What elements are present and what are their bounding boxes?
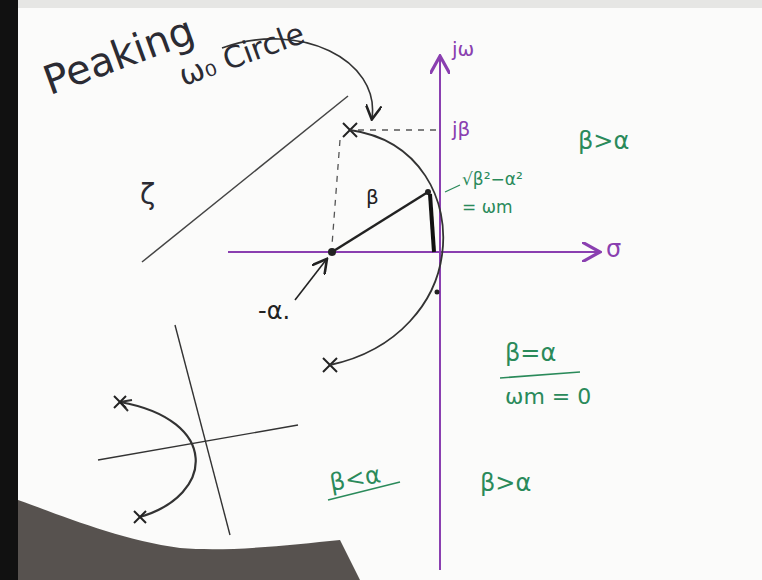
axis-mark: -α.: [258, 298, 290, 324]
formula-note: = ωm: [462, 198, 512, 217]
condition-note: β=α: [505, 340, 556, 366]
axis-label: σ: [606, 236, 621, 262]
heading-note: Peaking: [37, 8, 199, 103]
condition-note: β>α: [578, 128, 629, 154]
radius-label: β: [366, 186, 379, 208]
circle-note: ω₀ Circle: [174, 16, 308, 92]
damping-symbol: ζ: [140, 180, 155, 211]
condition-note: ωm = 0: [505, 385, 591, 409]
axis-label: jω: [452, 38, 474, 60]
axis-mark: jβ: [452, 118, 470, 140]
condition-note: β>α: [480, 470, 531, 496]
condition-note: β<α: [328, 461, 383, 496]
formula-note: √β²−α²: [462, 170, 523, 189]
